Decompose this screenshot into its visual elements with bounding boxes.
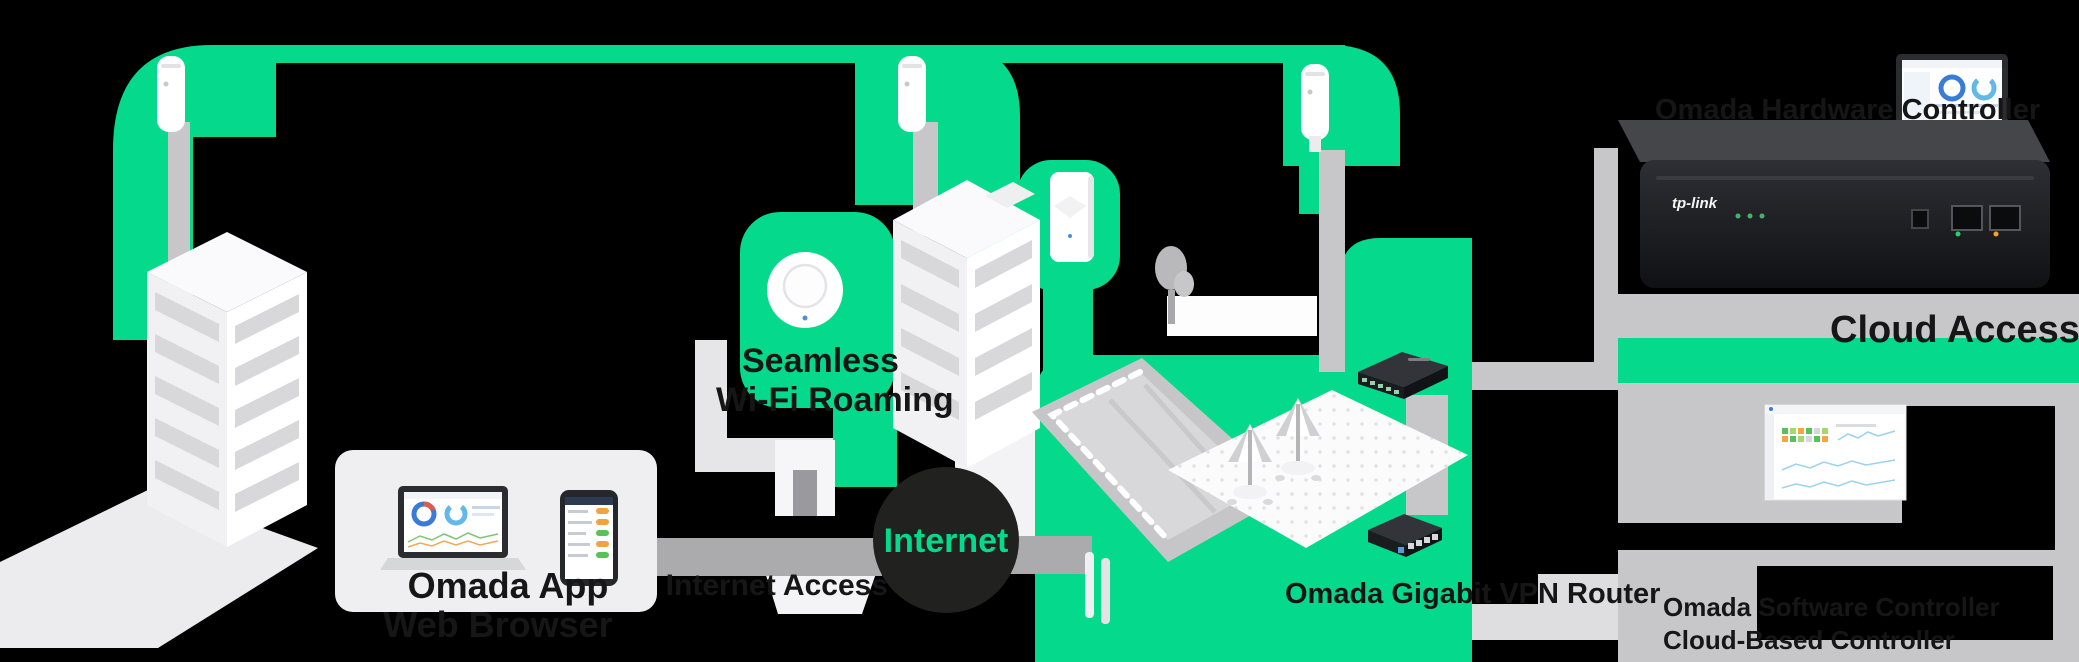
- label-seamless-line2: Wi-Fi Roaming: [716, 381, 954, 419]
- building-center: [775, 180, 1040, 516]
- label-cloud-access: Cloud Access: [1830, 309, 2079, 351]
- switch-link-band: [1448, 362, 1608, 390]
- management-loop: [1448, 148, 2079, 662]
- ceiling-ap: [767, 252, 843, 328]
- outdoor-cpe-center: [898, 56, 926, 132]
- patio-dots: [1168, 390, 1468, 548]
- router-ports: [1408, 534, 1438, 549]
- label-internet-hub: Internet: [883, 522, 1009, 560]
- software-controller-screenshot: [1764, 404, 1907, 501]
- forecourt-edge: [695, 340, 727, 472]
- wall-plate-ap: [1050, 172, 1094, 262]
- phone-list-rows: [568, 508, 609, 558]
- outdoor-cpe-right: [1301, 64, 1329, 152]
- smartphone: [560, 490, 618, 586]
- label-software-controller-line1: Omada Software Controller: [1663, 592, 2000, 622]
- label-omada-app: Omada App: [407, 565, 609, 606]
- building-center-windows: [901, 240, 1032, 420]
- bridge-thin-band: [250, 45, 1345, 63]
- tree: [1155, 246, 1194, 324]
- campus-green-lobe: [1340, 238, 1472, 360]
- umbrella-icon: [1275, 398, 1321, 481]
- pool-water: [1052, 372, 1262, 540]
- switch-port-leds: [1362, 378, 1399, 394]
- pergola-bar: [1167, 296, 1317, 336]
- loop-green-band: [1618, 338, 2079, 383]
- loop-gap-3: [1902, 406, 2055, 523]
- label-web-browser: Web Browser: [383, 604, 613, 645]
- heat-grid: [1782, 428, 1828, 442]
- building-left: [147, 232, 307, 547]
- internet-hub-circle: [873, 467, 1019, 613]
- loop-gap-1: [1618, 523, 2055, 550]
- loop-gap-2: [1757, 566, 2053, 640]
- pool-scene: [1032, 246, 1468, 624]
- internet-leg: [833, 395, 897, 487]
- label-software-controller-line2: Cloud-Based Controller: [1663, 625, 1955, 655]
- building-center-roofbox: [985, 182, 1035, 208]
- controller-leds: [1735, 213, 1765, 219]
- laptop-line-charts: [407, 532, 499, 548]
- pole-right: [1319, 150, 1345, 372]
- controller-ports: [1911, 205, 2021, 237]
- umbrella-icon: [1227, 424, 1273, 505]
- pool-wave-edge: [1047, 369, 1171, 543]
- label-seamless-line1: Seamless: [742, 342, 899, 380]
- outdoor-cpe-left: [157, 56, 185, 132]
- router-device: [1368, 514, 1442, 557]
- label-internet-access: Internet Access: [665, 569, 888, 602]
- entrance-door: [793, 470, 817, 516]
- laptop-bottom-left: [380, 486, 526, 570]
- label-router: Omada Gigabit VPN Router: [1285, 578, 1661, 610]
- mini-charts: [1781, 430, 1896, 489]
- building-left-windows: [155, 292, 299, 512]
- hardware-controller-device: [1618, 120, 2050, 288]
- label-hardware-controller: Omada Hardware Controller: [1655, 94, 2041, 126]
- switch-device: [1358, 352, 1448, 399]
- tplink-logo: tp-link: [1672, 195, 1717, 212]
- bollards: [1085, 552, 1110, 624]
- bridge-corner-left: [113, 45, 276, 340]
- building-center-roof: [893, 180, 1040, 258]
- loop-vertical-band: [1594, 148, 1618, 390]
